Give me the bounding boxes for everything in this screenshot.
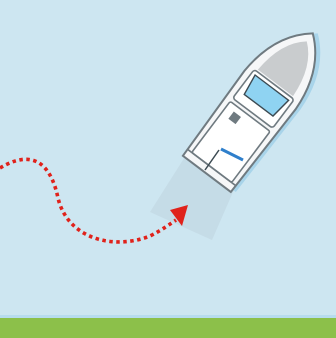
grass-shoreline bbox=[0, 318, 336, 338]
